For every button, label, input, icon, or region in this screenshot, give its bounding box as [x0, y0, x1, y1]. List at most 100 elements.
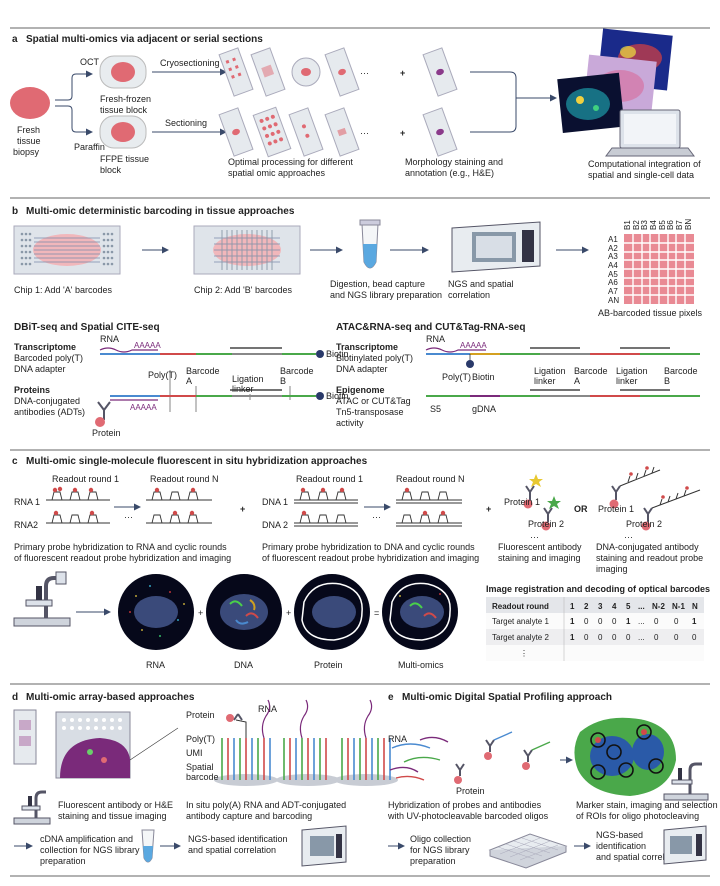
th-1: 1: [570, 602, 575, 611]
chip-1: [13, 225, 121, 275]
dna-dots: ···: [372, 512, 381, 522]
right-ligation-1: Ligation: [534, 366, 566, 376]
right-transcript-construct: [426, 347, 700, 355]
digest-label-2: and NGS library preparation: [330, 290, 442, 300]
panel-a-title: Spatial multi-omics via adjacent or seri…: [26, 34, 263, 45]
dna-caption-2: of fluorescent readout probe hybridizati…: [262, 553, 479, 563]
rna1-label: RNA 1: [14, 497, 40, 507]
e-oligo-3: preparation: [410, 856, 456, 866]
frozen-label-2: tissue block: [100, 105, 148, 115]
plus-circle-2: +: [286, 608, 291, 618]
roi-tissue: [574, 717, 676, 796]
e-protein-label: Protein: [456, 786, 485, 796]
e-ngs-3: and spatial correlation: [596, 852, 684, 862]
dnaab-caption-2: staining and readout probe: [596, 553, 703, 563]
d-cdna-1: cDNA amplification and: [40, 834, 133, 844]
plus-c-1: +: [240, 504, 245, 514]
morph-label-1: Morphology staining and: [405, 157, 503, 167]
dnaab-caption-3: imaging: [596, 564, 628, 574]
e-marker-2: of ROIs for oligo photocleaving: [576, 811, 699, 821]
right-atac-3: activity: [336, 418, 364, 428]
left-aaaaa-1: AAAAA: [134, 341, 161, 350]
grid-col-b7: B7: [675, 220, 684, 230]
dna-readout-1: Readout round 1: [296, 474, 363, 484]
digest-label-1: Digestion, bead capture: [330, 279, 425, 289]
r1-c6: ...: [638, 617, 645, 626]
left-rna-label: RNA: [100, 334, 119, 344]
rna-caption-2: of fluorescent readout probe hybridizati…: [14, 553, 231, 563]
r1-c7: 0: [654, 617, 659, 626]
panel-e-title: Multi-omic Digital Spatial Profiling app…: [402, 692, 612, 703]
th-readout: Readout round: [492, 602, 549, 611]
panel-b-title: Multi-omic deterministic barcoding in ti…: [26, 206, 295, 217]
cryosectioning-label: Cryosectioning: [160, 58, 220, 68]
right-biotin: Biotin: [472, 372, 495, 382]
right-gdna: gDNA: [472, 404, 496, 414]
d-spatial-2: barcode: [186, 772, 219, 782]
decode-row-1: Target analyte 1 1 0 0 0 1 ... 0 0 1: [492, 617, 697, 626]
left-barcode-b-2: B: [280, 376, 286, 386]
dnaab-protein2: Protein 2: [626, 519, 662, 529]
right-transcriptome: Transcriptome: [336, 342, 398, 352]
left-adt-1: DNA-conjugated: [14, 396, 80, 406]
rna-readout-1: Readout round 1: [52, 474, 119, 484]
panel-d-title: Multi-omic array-based approaches: [26, 692, 195, 703]
array-slide: [13, 709, 179, 779]
fresh-label-1: Fresh: [17, 125, 40, 135]
th-4: 4: [612, 602, 617, 611]
dna-probes-roundN: [396, 491, 462, 527]
right-epigenome: Epigenome: [336, 385, 385, 395]
morph-label-2: annotation (e.g., H&E): [405, 168, 494, 178]
right-barcode-a-2: A: [574, 376, 580, 386]
ab-pixels-label: AB-barcoded tissue pixels: [598, 308, 703, 318]
right-epigenome-construct: [426, 389, 700, 397]
rna-caption-1: Primary probe hybridization to RNA and c…: [14, 542, 227, 552]
d-fab-1: Fluorescent antibody or H&E: [58, 800, 173, 810]
equals-circle: =: [374, 608, 379, 618]
d-ngs-2: and spatial correlation: [188, 845, 276, 855]
fresh-label-2: tissue: [17, 136, 41, 146]
rna-readout-n: Readout round N: [150, 474, 219, 484]
left-transcript-construct: [100, 347, 316, 355]
microscope-icon: [13, 571, 71, 627]
d-protein-label: Protein: [186, 710, 215, 720]
r2-c5: 0: [626, 633, 631, 642]
grid-row-a7: A7: [608, 287, 618, 296]
paraffin-label: Paraffin: [74, 142, 105, 152]
plus-top: +: [400, 68, 405, 78]
left-barcode-a-2: A: [186, 376, 192, 386]
sequencer-e-icon: [663, 825, 707, 865]
microscope-e-icon: [663, 762, 709, 801]
th-n2: N-2: [652, 602, 665, 611]
ffpe-slides: [218, 106, 360, 158]
decode-table-header: Readout round 1 2 3 4 5 ... N-2 N-1 N: [492, 602, 698, 611]
circle-multi-label: Multi-omics: [398, 660, 444, 670]
grid-col-bn: BN: [684, 219, 693, 230]
r2-c1: 1: [570, 633, 575, 642]
d-umi-label: UMI: [186, 748, 203, 758]
left-ligation-1: Ligation: [232, 374, 264, 384]
fab-caption-1: Fluorescent antibody: [498, 542, 582, 552]
dna-antibody-icons: [609, 466, 701, 531]
tube-d-icon: [141, 829, 155, 863]
panel-a-letter: a: [12, 34, 18, 45]
ellipsis-top: ···: [360, 68, 369, 78]
left-biotin-2: Biotin: [326, 391, 349, 401]
circle-rna-label: RNA: [146, 660, 165, 670]
dna-caption-1: Primary probe hybridization to DNA and c…: [262, 542, 475, 552]
comp-label-2: spatial and single-cell data: [588, 170, 694, 180]
capture-spots: [214, 699, 398, 786]
dna-probes-round1: [294, 491, 358, 527]
r1-c9: 1: [692, 617, 697, 626]
comp-label-1: Computational integration of: [588, 159, 701, 169]
well-plate-icon: [488, 833, 568, 869]
e-marker-1: Marker stain, imaging and selection: [576, 800, 718, 810]
grid-col-b2: B2: [632, 220, 641, 230]
panel-c-letter: c: [12, 456, 18, 467]
right-rna-label: RNA: [426, 334, 445, 344]
th-2: 2: [584, 602, 589, 611]
decode-row-2: Target analyte 2 1 0 0 0 0 ... 0 0 0: [492, 633, 697, 642]
fresh-label-3: biopsy: [13, 147, 40, 157]
right-barcode-b-2: B: [664, 376, 670, 386]
microscope-d-icon: [13, 790, 51, 825]
